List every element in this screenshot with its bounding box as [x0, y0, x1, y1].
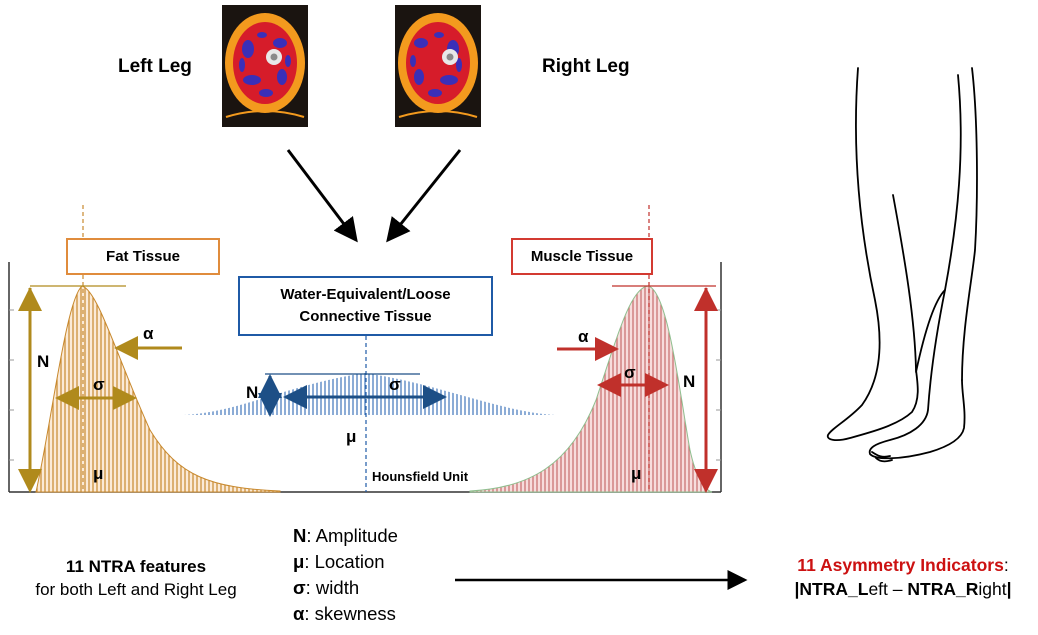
indicators-formula: |NTRA_Left – NTRA_Right| [794, 579, 1012, 599]
right-leg-ct-scan [395, 5, 481, 127]
muscle-tissue-box: Muscle Tissue [511, 238, 653, 275]
water-tissue-box: Water-Equivalent/Loose Connective Tissue [238, 276, 493, 336]
fat-sigma-label: σ [93, 375, 105, 394]
left-scan-arrow [286, 149, 358, 243]
water-n-label: N [246, 383, 259, 402]
fat-alpha-label: α [143, 324, 154, 343]
muscle-alpha-label: α [578, 327, 589, 346]
water-box-line2: Connective Tissue [299, 308, 432, 325]
left-leg-ct-scan [222, 5, 308, 127]
hounsfield-axis-label: Hounsfield Unit [372, 469, 469, 484]
water-sigma-label: σ [389, 375, 401, 394]
muscle-distribution-curve [469, 285, 713, 493]
right-scan-arrow [386, 149, 462, 243]
features-text: 11 NTRA features for both Left and Right… [0, 557, 272, 600]
legend-item: μ: Location [293, 551, 385, 572]
water-mu-label: μ [346, 427, 357, 446]
legend-item: α: skewness [293, 603, 396, 624]
right-leg-label: Right Leg [542, 56, 630, 77]
fat-mu-label: μ [93, 464, 104, 483]
features-subtitle: for both Left and Right Leg [35, 580, 237, 599]
water-box-line1: Water-Equivalent/Loose [280, 286, 451, 303]
left-leg-label: Left Leg [118, 56, 192, 77]
features-title: 11 NTRA features [65, 557, 207, 576]
parameter-legend: N: Amplitude μ: Location σ: width α: ske… [293, 523, 398, 627]
water-distribution-curve [184, 373, 556, 415]
fat-distribution-curve [35, 285, 281, 493]
muscle-mu-label: μ [631, 464, 642, 483]
asymmetry-indicators: 11 Asymmetry Indicators: |NTRA_Left – NT… [768, 555, 1038, 600]
fat-tissue-box: Fat Tissue [66, 238, 220, 275]
legs-outline-icon [826, 67, 978, 463]
muscle-sigma-label: σ [624, 363, 636, 382]
indicators-title: 11 Asymmetry Indicators: [797, 555, 1009, 575]
muscle-n-label: N [683, 372, 696, 391]
legend-item: N: Amplitude [293, 525, 398, 546]
legend-item: σ: width [293, 577, 360, 598]
fat-n-label: N [37, 352, 50, 371]
